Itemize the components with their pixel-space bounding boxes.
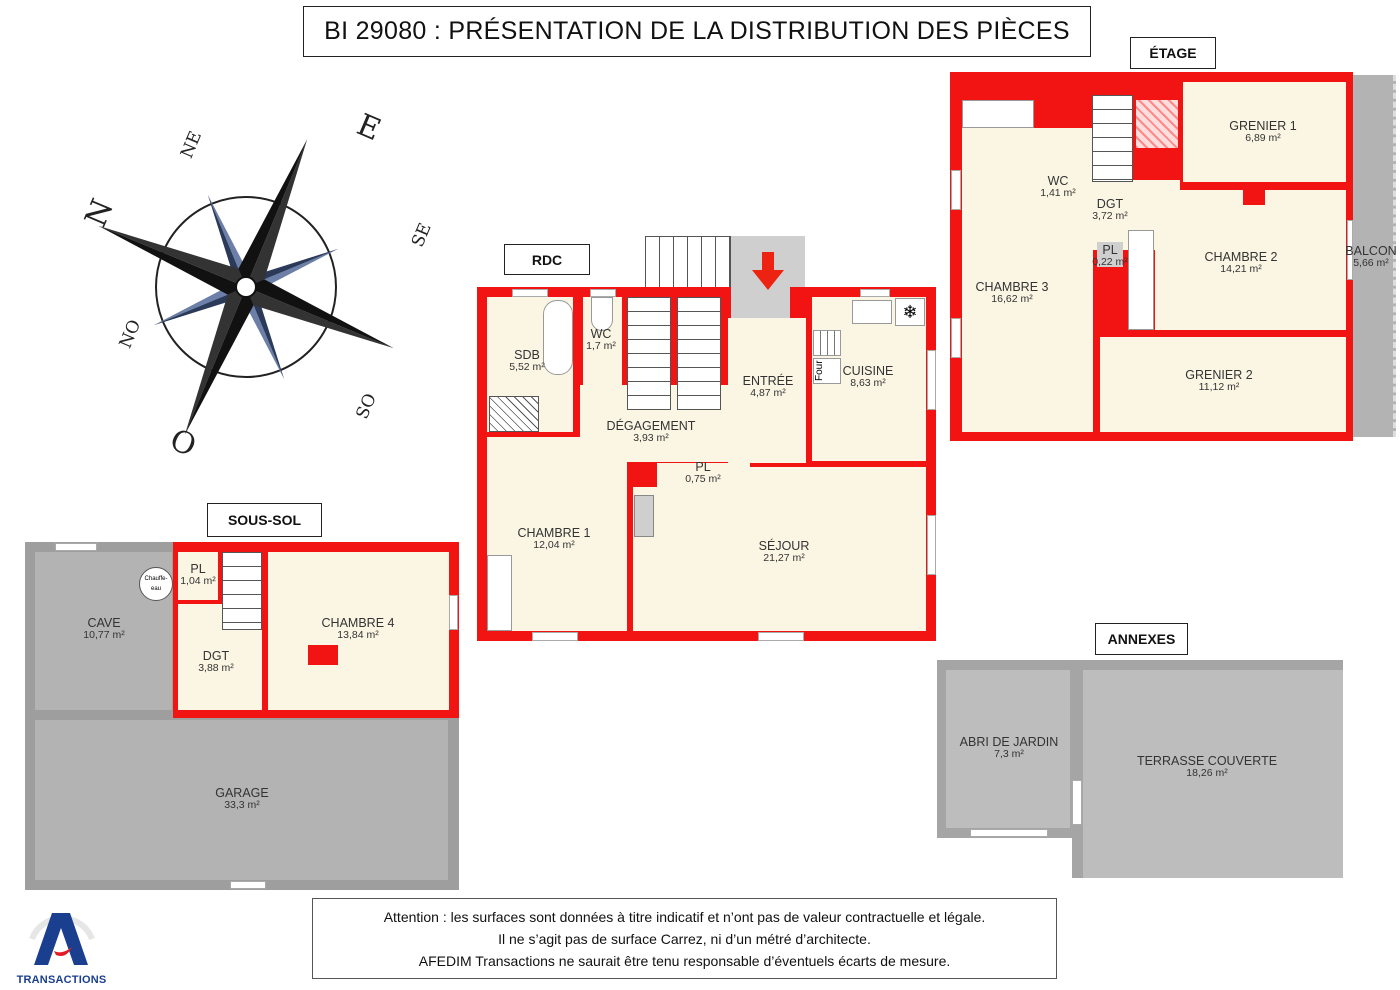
room-pl-etage [1097,242,1123,267]
door [1072,780,1082,825]
etage-label: ÉTAGE [1130,37,1216,69]
chimney [1243,190,1265,205]
disclaimer-line: Attention : les surfaces sont données à … [383,908,986,925]
compass-label-e: E [352,110,386,148]
bathtub-icon [543,300,573,375]
room-chambre-4 [268,552,449,710]
toilet-icon [591,297,613,331]
closet [962,100,1034,128]
window [532,632,578,641]
annexes-label: ANNEXES [1095,623,1188,655]
sink-icon [852,300,892,324]
hatched-void [1136,100,1178,148]
compass-rose: N NE E SE S SO O NO [78,110,440,470]
room-grenier-1 [1183,82,1346,182]
balcony-door [1347,220,1353,280]
chimney [627,462,657,487]
water-heater: Chauffe-eau [139,567,173,601]
compass-minor-points [153,194,339,380]
room-sejour [633,467,926,631]
room-abri-de-jardin [946,670,1070,828]
staircase-rdc [677,297,721,410]
room-chambre-2 [1155,190,1346,330]
stove-icon [813,330,841,356]
disclaimer-line: Il ne s’agit pas de surface Carrez, ni d… [498,930,871,947]
compass-label-n: N [78,194,120,232]
logo-text: TRANSACTIONS [16,974,107,986]
window [927,350,936,410]
wardrobe [1128,230,1154,330]
afedim-logo-mark [29,913,95,965]
window [927,515,936,575]
window [230,881,266,889]
chimney [308,645,338,665]
outside [937,838,1072,878]
compass-label-s: S [438,438,440,470]
window [951,318,961,358]
room-wc-etage [1038,148,1086,210]
staircase-etage [1092,95,1133,182]
window [449,595,458,630]
window [512,289,548,297]
room-terrasse-couverte [1083,670,1343,878]
window [55,543,97,551]
fridge-snowflake-icon: ❄ [895,298,925,326]
disclaimer-line: AFEDIM Transactions ne saurait être tenu… [418,952,951,969]
entrance-arrow-icon [752,252,784,290]
window [860,289,890,297]
oven: Four [813,358,841,384]
compass-label-no: NO [116,317,146,351]
page-title: BI 29080 : PRÉSENTATION DE LA DISTRIBUTI… [303,6,1091,57]
balcon-area [1353,75,1396,437]
staircase-sous-sol [222,552,262,630]
exterior-steps [645,236,731,288]
compass-label-so: SO [352,391,380,422]
compass-circle [155,196,337,378]
rdc-label: RDC [504,244,590,275]
door [970,829,1048,837]
compass-label-se: SE [408,220,436,250]
room-pl-sous-sol [178,552,218,600]
compass-label-ne: NE [177,128,206,161]
room-grenier-2 [1100,337,1346,432]
compass-label-o: O [165,422,201,464]
compass-major-points [98,139,394,435]
afedim-logo: TRANSACTIONS [14,903,109,987]
window [758,632,804,641]
fireplace [634,495,654,537]
room-garage [35,720,448,880]
sous-sol-label: SOUS-SOL [207,503,322,537]
window [590,289,616,297]
disclaimer-box: Attention : les surfaces sont données à … [312,898,1057,979]
wardrobe [487,555,512,631]
shower-icon [489,396,539,432]
window [951,170,961,210]
staircase-rdc [627,297,671,410]
